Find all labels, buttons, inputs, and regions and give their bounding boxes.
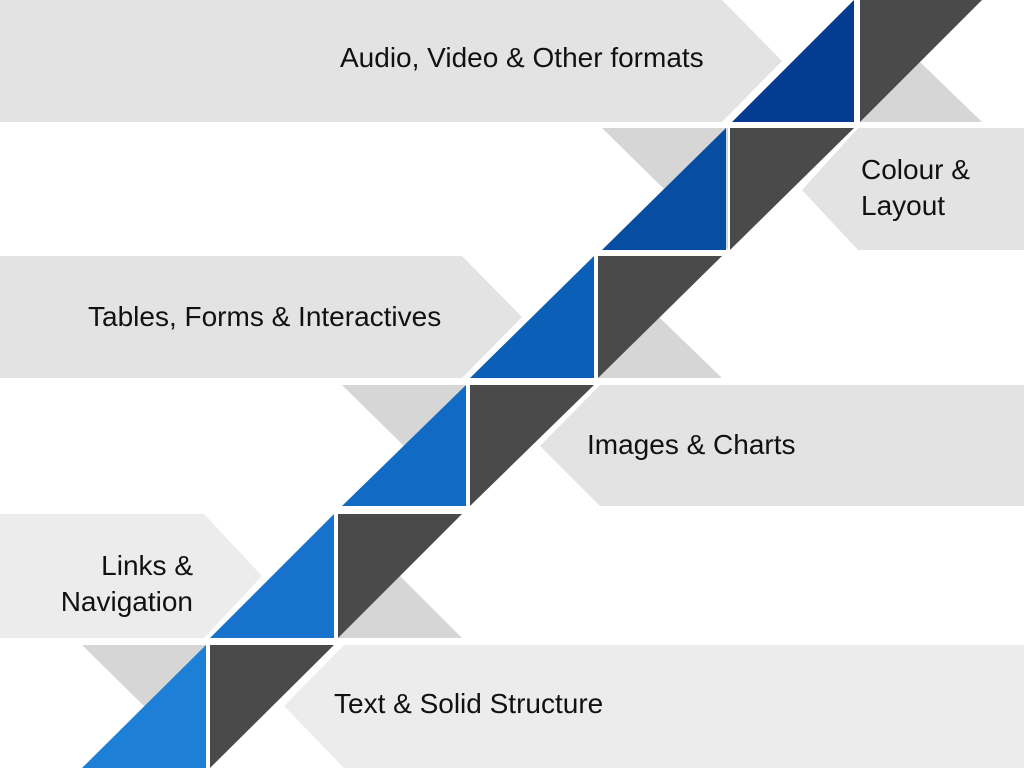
band-audio-video bbox=[0, 0, 782, 122]
band-tables-forms bbox=[0, 256, 522, 378]
step-6-blue bbox=[732, 0, 854, 122]
label-links-navigation: Links & Navigation bbox=[60, 550, 193, 617]
step-6-dark bbox=[860, 0, 982, 122]
label-audio-video: Audio, Video & Other formats bbox=[340, 42, 704, 73]
step-3-dark bbox=[470, 385, 594, 506]
band-links-navigation bbox=[0, 514, 262, 638]
step-4-dark bbox=[598, 256, 722, 378]
label-text-structure: Text & Solid Structure bbox=[334, 688, 604, 719]
step-4-blue bbox=[470, 256, 594, 378]
band-text-structure bbox=[284, 645, 1024, 768]
step-3-blue bbox=[342, 385, 466, 506]
label-images-charts: Images & Charts bbox=[587, 429, 796, 460]
label-tables-forms: Tables, Forms & Interactives bbox=[88, 301, 442, 332]
step-5-dark bbox=[730, 128, 854, 250]
step-2-dark bbox=[338, 514, 462, 638]
label-colour-layout: Colour & Layout bbox=[861, 154, 970, 221]
step-1-dark bbox=[210, 645, 334, 768]
band-colour-layout bbox=[802, 128, 1024, 250]
step-2-blue bbox=[210, 514, 334, 638]
band-images-charts bbox=[540, 385, 1024, 506]
step-5-blue bbox=[602, 128, 726, 250]
step-1-blue bbox=[82, 645, 206, 768]
